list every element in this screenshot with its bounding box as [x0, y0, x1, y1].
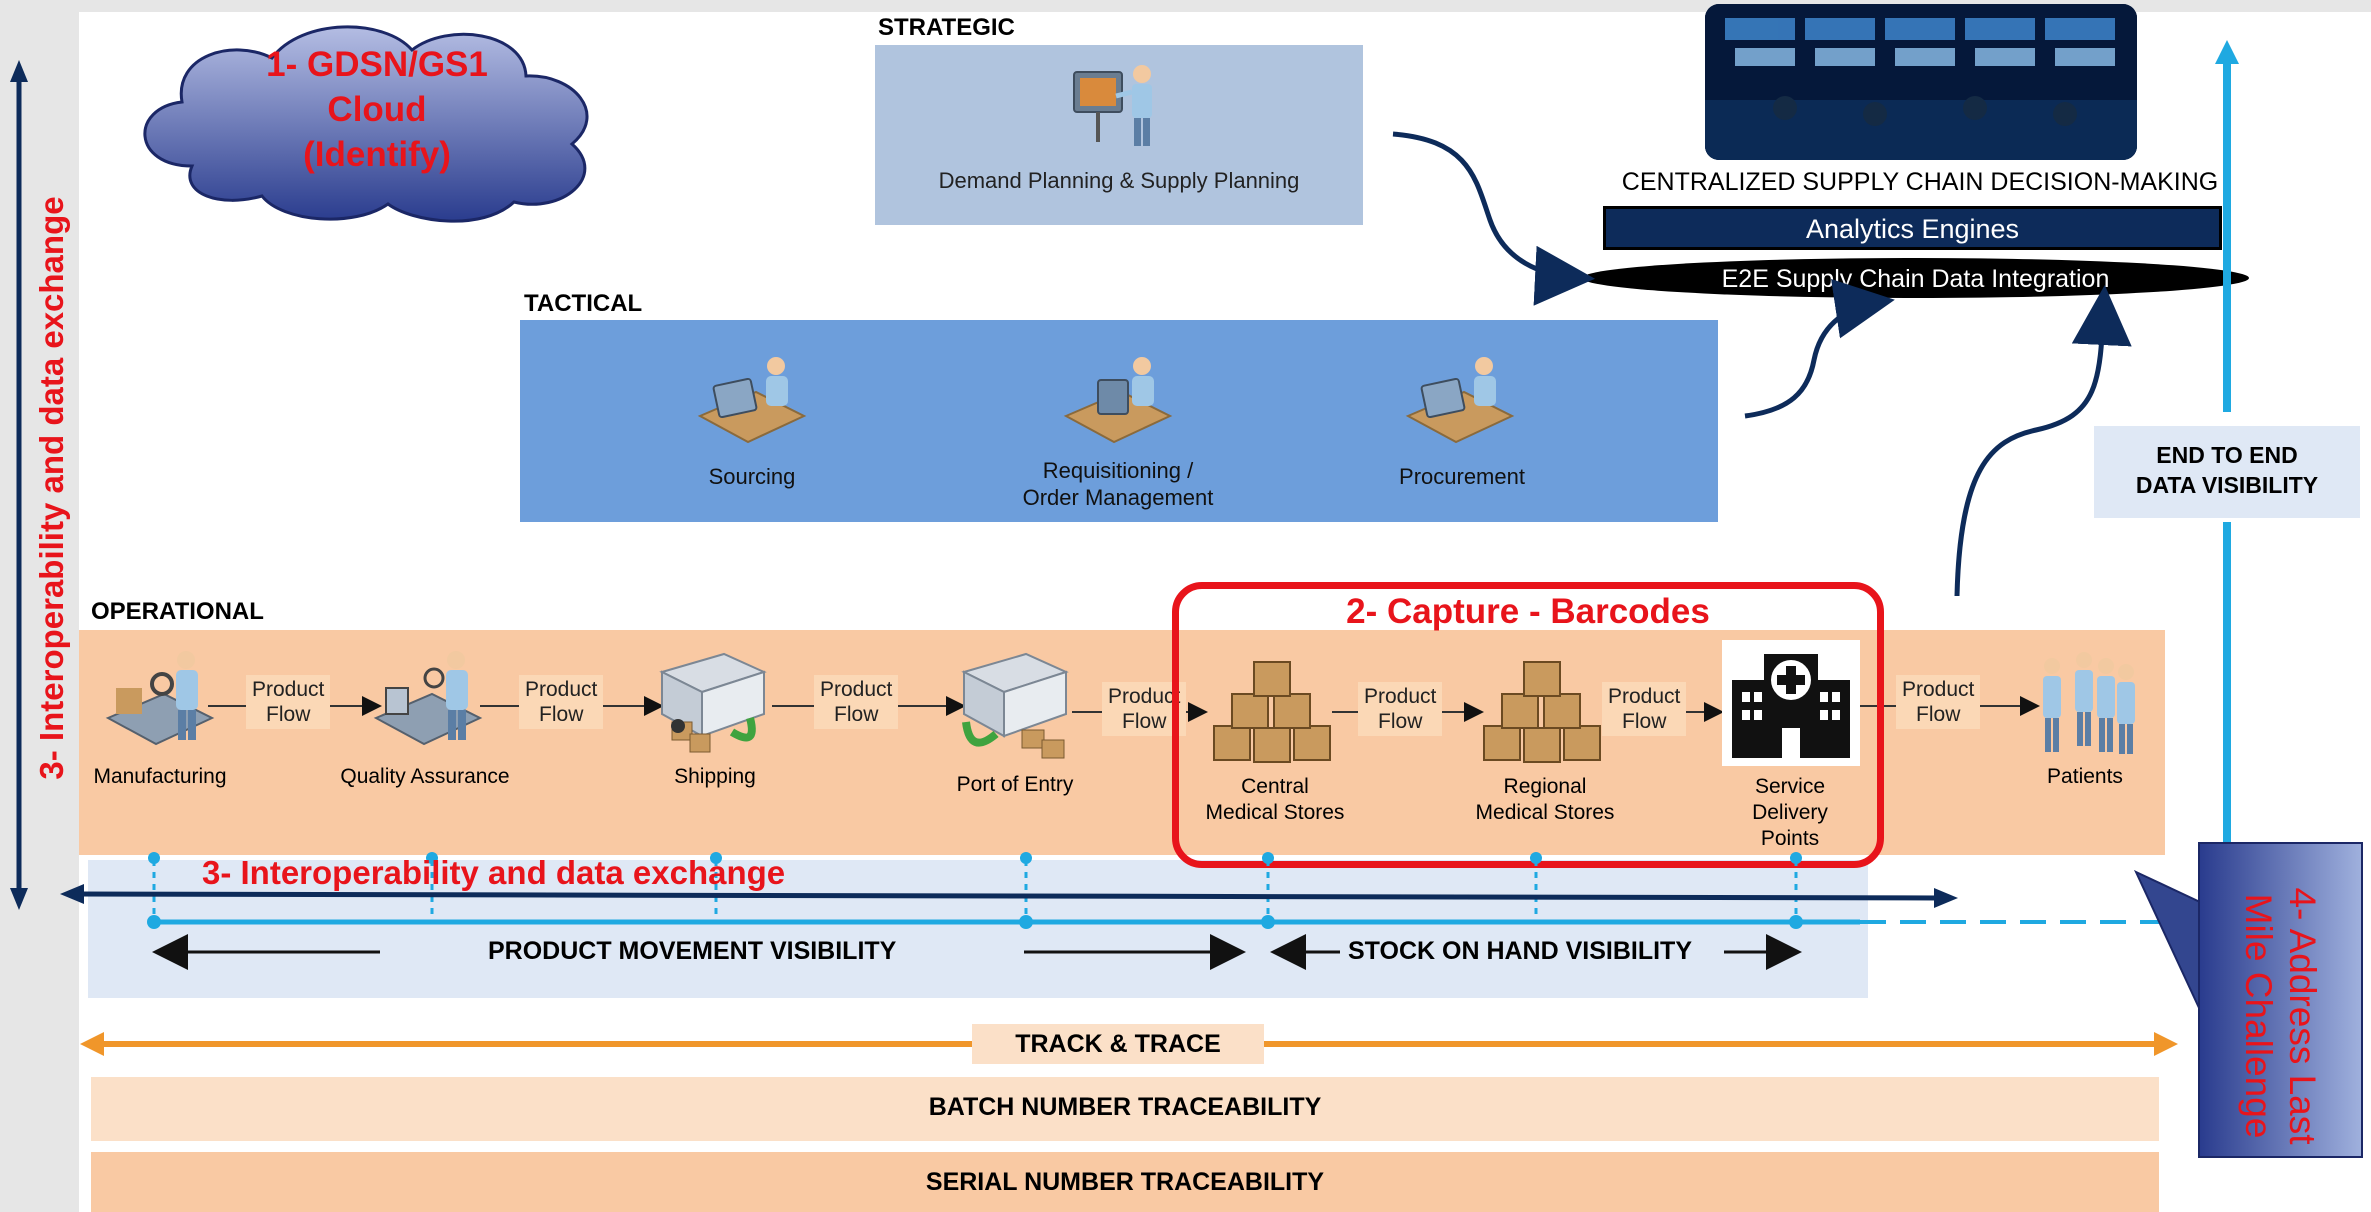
- e2e-visibility-box: [2094, 426, 2360, 518]
- stage-port-of-entry: Port of Entry: [956, 773, 1074, 796]
- manufacturing-icon: [104, 648, 216, 758]
- tactical-heading: TACTICAL: [524, 290, 643, 317]
- capture-barcodes-box: [1172, 582, 1884, 868]
- tactical-item-sourcing: Sourcing: [708, 464, 796, 489]
- integration-ellipse: [1582, 258, 2249, 298]
- tactical-item-procurement: Procurement: [1399, 464, 1525, 489]
- stage-patients: Patients: [2047, 765, 2123, 788]
- procurement-desk-icon: [1404, 352, 1516, 448]
- last-mile-callout: [2198, 842, 2363, 1158]
- capture-barcodes-label: 2- Capture - Barcodes: [1346, 592, 1710, 631]
- shipping-truck-icon: [654, 652, 772, 762]
- hospital-icon: [1722, 640, 1860, 766]
- tactical-item-order-management: Order Management: [1022, 485, 1214, 510]
- presenter-icon: [1070, 62, 1166, 148]
- decision-title: CENTRALIZED SUPPLY CHAIN DECISION-MAKING: [1621, 168, 2219, 196]
- track-trace-box: [972, 1024, 1264, 1064]
- left-vertical-double-arrow: [10, 60, 28, 910]
- strategic-heading: STRATEGIC: [878, 14, 1015, 41]
- regional-stores-boxes-icon: [1478, 656, 1608, 768]
- visibility-strip: [88, 860, 1868, 998]
- batch-traceability-bar: [91, 1077, 2159, 1141]
- integration-label: E2E Supply Chain Data Integration: [1721, 265, 2110, 293]
- track-trace-label: TRACK & TRACE: [1015, 1030, 1221, 1058]
- analytics-engines-label: Analytics Engines: [1805, 214, 2020, 244]
- strategic-item-label: Demand Planning & Supply Planning: [938, 168, 1300, 193]
- stage-quality-assurance: Quality Assurance: [340, 765, 510, 788]
- analytics-engines-bar: [1603, 206, 2222, 250]
- control-room-image: [1705, 4, 2137, 160]
- central-stores-boxes-icon: [1208, 656, 1338, 768]
- left-vertical-label: 3- Interoperability and data exchange: [33, 196, 70, 780]
- operational-heading: OPERATIONAL: [91, 598, 264, 625]
- quality-assurance-icon: [372, 648, 484, 758]
- patients-icon: [2030, 652, 2140, 758]
- serial-traceability-label: SERIAL NUMBER TRACEABILITY: [925, 1168, 1325, 1196]
- tactical-item-requisitioning: Requisitioning /: [1042, 458, 1194, 483]
- gdsn-cloud-shape: [143, 25, 589, 223]
- stage-shipping: Shipping: [674, 765, 756, 788]
- serial-traceability-bar: [91, 1152, 2159, 1212]
- product-movement-visibility-label: PRODUCT MOVEMENT VISIBILITY: [488, 937, 897, 965]
- batch-traceability-label: BATCH NUMBER TRACEABILITY: [928, 1093, 1322, 1121]
- stage-manufacturing: Manufacturing: [93, 765, 227, 788]
- interop-horizontal-label: 3- Interoperability and data exchange: [202, 854, 786, 891]
- port-of-entry-truck-icon: [956, 652, 1078, 764]
- stock-on-hand-visibility-label: STOCK ON HAND VISIBILITY: [1348, 937, 1693, 965]
- requisitioning-desk-icon: [1062, 352, 1174, 448]
- sourcing-desk-icon: [696, 352, 808, 448]
